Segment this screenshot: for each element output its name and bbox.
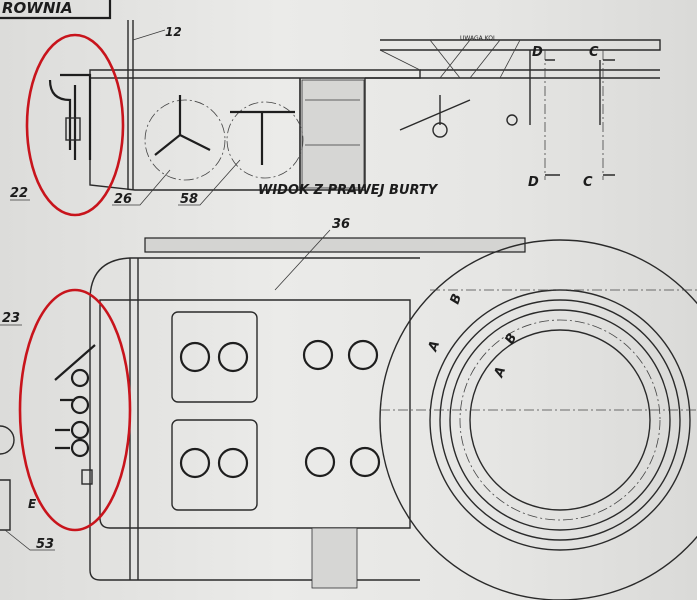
section-mark-d-top: D bbox=[532, 45, 543, 60]
section-mark-b1: B bbox=[448, 292, 466, 307]
spring-tube bbox=[144, 237, 526, 253]
title-box: ROWNIA bbox=[0, 0, 112, 20]
callout-26: 26 bbox=[114, 192, 132, 207]
highlight-ellipse-side bbox=[25, 33, 125, 217]
hatched-panel bbox=[301, 79, 365, 189]
callout-53: 53 bbox=[36, 537, 54, 552]
plan-view: 36 B A B A 23 bbox=[0, 217, 697, 600]
callout-22: 22 bbox=[10, 186, 28, 201]
note-text: UWAGA KOL bbox=[460, 35, 497, 42]
side-view: 12 UWAGA KOL 22 26 58 WIDOK Z PRAWEJ BUR… bbox=[10, 20, 661, 217]
section-mark-c-top: C bbox=[589, 45, 599, 60]
view-title: WIDOK Z PRAWEJ BURTY bbox=[258, 183, 439, 198]
callout-12: 12 bbox=[165, 25, 182, 39]
vent-grilles bbox=[179, 339, 381, 479]
section-mark-b2: B bbox=[502, 331, 520, 347]
title-fragment: ROWNIA bbox=[2, 0, 73, 17]
highlight-ellipse-plan bbox=[18, 288, 132, 532]
section-mark-c-bottom: C bbox=[583, 175, 593, 190]
callout-58: 58 bbox=[180, 192, 198, 207]
callout-e: E bbox=[28, 497, 37, 511]
section-mark-d-bottom: D bbox=[528, 175, 539, 190]
section-mark-a1: A bbox=[425, 339, 443, 355]
callout-36: 36 bbox=[332, 217, 350, 232]
callout-23: 23 bbox=[2, 311, 20, 326]
valve-cluster bbox=[54, 344, 96, 485]
section-mark-a2: A bbox=[491, 365, 509, 381]
